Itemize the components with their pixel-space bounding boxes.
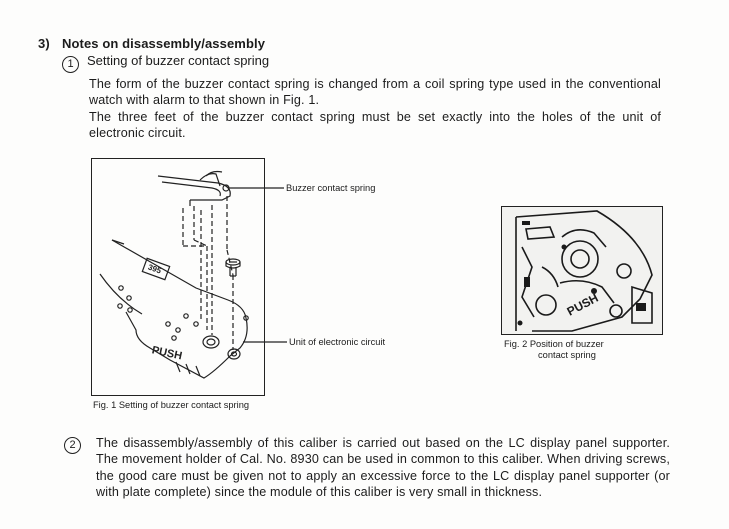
item2-heading: 2: [64, 434, 89, 454]
figure1-frame: [91, 158, 265, 396]
section-number: 3): [38, 36, 50, 51]
section-title: Notes on disassembly/assembly: [62, 36, 266, 51]
label-unit-of-electronic-circuit: Unit of electronic circuit: [289, 337, 386, 347]
label-buzzer-contact-spring: Buzzer contact spring: [286, 183, 376, 193]
item1-title: Setting of buzzer contact spring: [87, 53, 270, 68]
item1-heading: 1 Setting of buzzer contact spring: [62, 53, 269, 73]
item2-paragraph: The disassembly/assembly of this caliber…: [96, 436, 670, 500]
figure2-caption-line2: contact spring: [538, 350, 596, 360]
figure2-frame: PUSH: [501, 206, 663, 335]
item1-paragraph2: The three feet of the buzzer contact spr…: [89, 110, 661, 141]
screw-drawing: [225, 258, 241, 277]
section-heading: 3) Notes on disassembly/assembly: [38, 36, 265, 51]
figure2-caption-line1: Fig. 2 Position of buzzer: [504, 339, 604, 349]
figure1-caption: Fig. 1 Setting of buzzer contact spring: [93, 400, 250, 410]
item1-paragraph1: The form of the buzzer contact spring is…: [89, 77, 661, 108]
item2-marker: 2: [64, 437, 81, 454]
buzzer-contact-spring-drawing: [157, 170, 231, 206]
svg-text:395: 395: [147, 263, 163, 276]
alignment-dashes: [182, 196, 234, 350]
figure2-photo: PUSH: [502, 207, 662, 334]
item1-marker: 1: [62, 56, 79, 73]
circuit-unit-drawing: [99, 239, 249, 379]
figure2-caption: Fig. 2 Position of buzzer contact spring: [504, 339, 604, 361]
push-label-fig1: PUSH: [151, 344, 183, 362]
